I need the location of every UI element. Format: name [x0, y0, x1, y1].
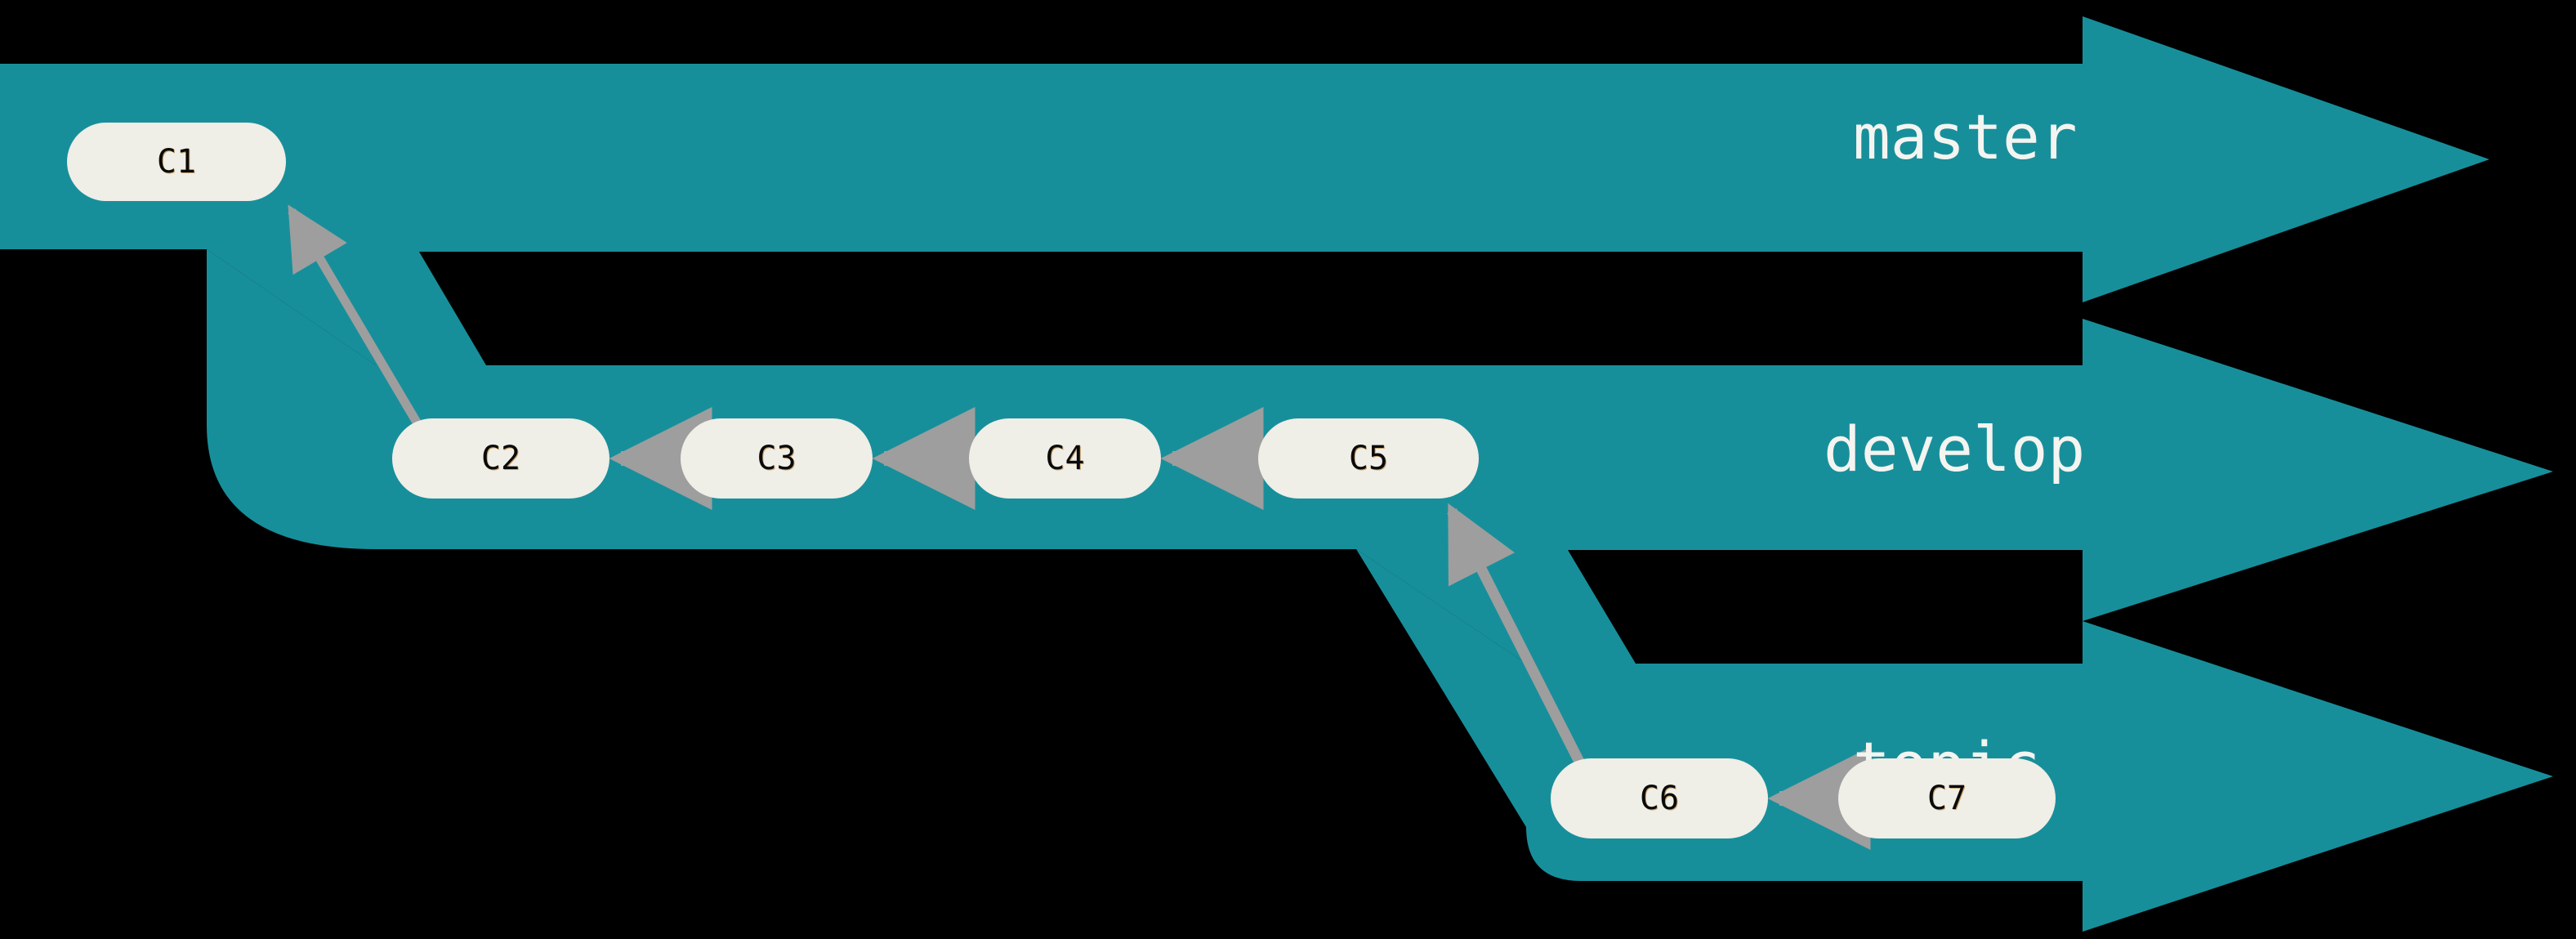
- edge-c6-to-c5: [1447, 503, 1586, 767]
- commit-edges: [288, 204, 1871, 850]
- commit-node-c3[interactable]: C3: [681, 418, 873, 499]
- commit-node-c6[interactable]: C6: [1551, 758, 1768, 838]
- commit-node-c7[interactable]: C7: [1838, 758, 2056, 838]
- branch-label-master: master: [1853, 101, 2078, 173]
- edge-c2-to-c1: [288, 204, 422, 427]
- branch-label-develop: develop: [1824, 413, 2086, 485]
- commit-node-c4[interactable]: C4: [969, 418, 1161, 499]
- commit-node-c1[interactable]: C1: [67, 123, 286, 201]
- branch-lane-master: [0, 16, 2489, 365]
- commit-node-c5[interactable]: C5: [1258, 418, 1479, 499]
- commit-node-c2[interactable]: C2: [392, 418, 609, 499]
- branch-band-master: [0, 16, 2489, 365]
